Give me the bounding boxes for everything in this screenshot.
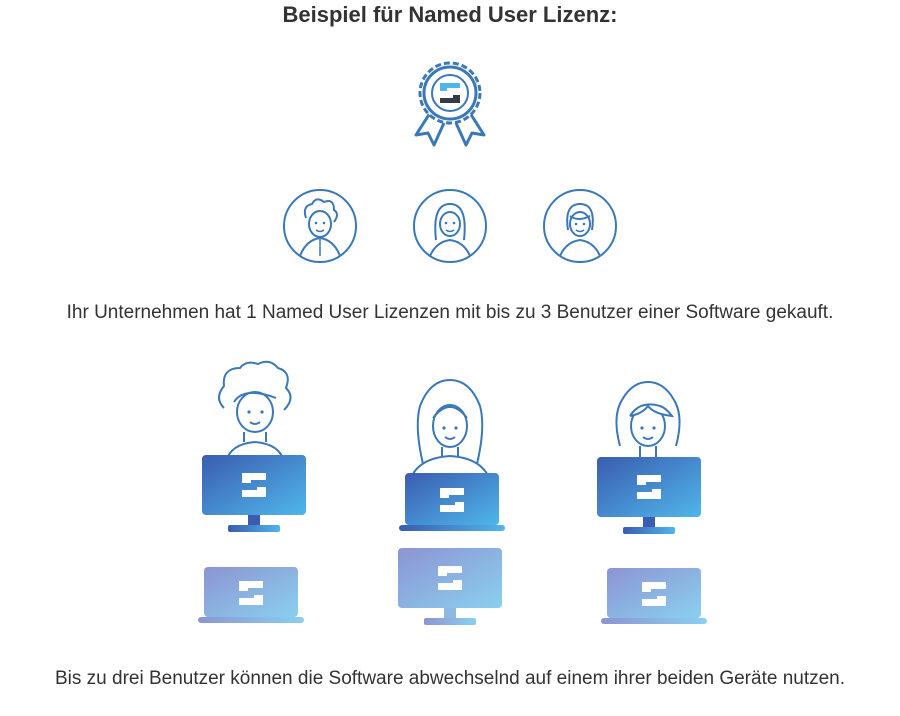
desktop-monitor-icon bbox=[398, 548, 502, 625]
license-badge-icon bbox=[414, 61, 486, 147]
laptop-icon bbox=[198, 567, 304, 623]
long-hair-woman-avatar-icon bbox=[413, 189, 487, 263]
laptop-icon bbox=[601, 568, 707, 624]
curly-man-figure-icon bbox=[218, 360, 292, 463]
license-caption: Ihr Unternehmen hat 1 Named User Lizenze… bbox=[66, 302, 834, 323]
short-hair-woman-figure-icon bbox=[615, 380, 681, 460]
laptop-icon bbox=[399, 473, 505, 531]
long-hair-woman-figure-icon bbox=[409, 378, 491, 481]
short-hair-woman-avatar-icon bbox=[543, 189, 617, 263]
desktop-monitor-icon bbox=[202, 455, 306, 532]
page-title: Beispiel für Named User Lizenz: bbox=[282, 2, 618, 27]
desktop-monitor-icon bbox=[597, 457, 701, 534]
curly-man-avatar-icon bbox=[283, 189, 357, 263]
usage-caption: Bis zu drei Benutzer können die Software… bbox=[54, 668, 846, 689]
